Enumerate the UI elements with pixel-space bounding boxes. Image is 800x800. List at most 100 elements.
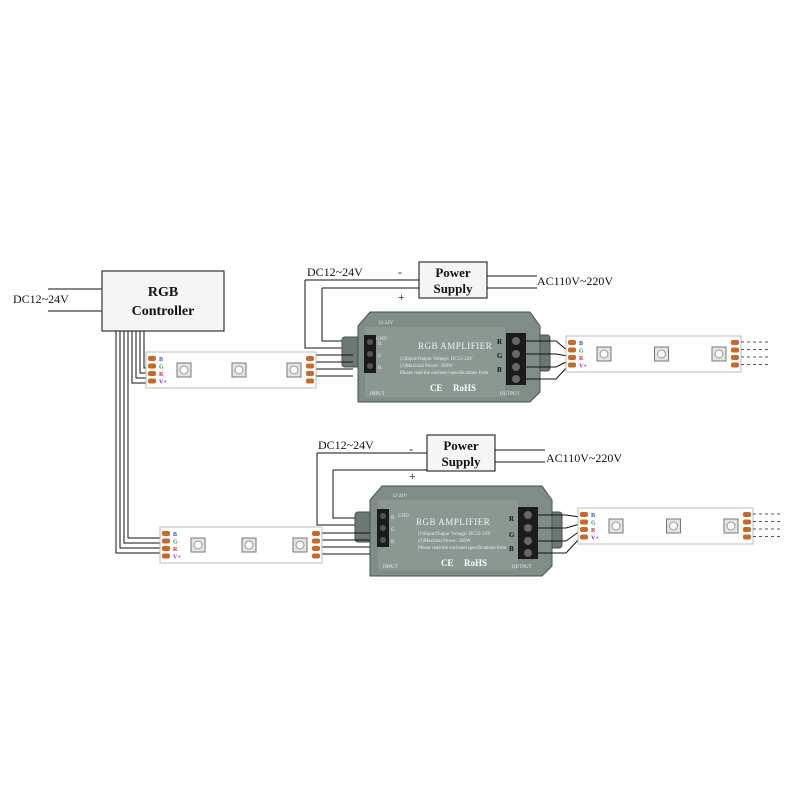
led-lens	[289, 365, 299, 375]
controller-bus-wires	[115, 331, 170, 554]
amp1-out-term-r: R	[497, 338, 503, 346]
amp2-out-term-r: R	[509, 515, 515, 523]
amp2-body: 12-24V GND RGB AMPLIFIER (1)Input/Output…	[354, 485, 563, 577]
solder-pad	[731, 347, 739, 353]
amp2-input-tag: INPUT	[383, 565, 398, 570]
amp-section-2: DC12~24V Power Supply - + AC110V~220V 12…	[316, 434, 622, 577]
strip-pin-label: G	[173, 540, 178, 546]
rgb-controller: DC12~24V RGB Controller	[13, 270, 225, 332]
amp1-input-tag: INPUT	[370, 392, 385, 397]
amp1-input-voltage: 12-24V	[378, 321, 394, 326]
led-lens	[244, 540, 254, 550]
amp2-out-term-b: B	[509, 545, 514, 553]
strip-pin-label: R	[591, 528, 596, 534]
solder-pad	[731, 340, 739, 345]
amp-section-1: DC12~24V Power Supply - + AC110V~220V 12…	[304, 261, 613, 403]
strip-pin-label: V+	[159, 380, 167, 386]
controller-title-line1: RGB	[148, 285, 178, 300]
amp2-spec2: (2)Maximal Power: 360W	[418, 539, 471, 544]
strip-pin-label: B	[579, 341, 583, 347]
solder-pad	[148, 378, 156, 384]
amp2-psu-line2: Supply	[441, 454, 481, 469]
solder-pad	[568, 362, 576, 368]
solder-pad	[568, 340, 576, 345]
amp1-psu-line1: Power	[435, 265, 471, 280]
led-lens	[193, 540, 203, 550]
solder-pad	[148, 363, 156, 369]
amp1-psu-line2: Supply	[433, 281, 473, 296]
strip-pin-label: R	[173, 547, 178, 553]
led-lens	[669, 521, 678, 531]
led-lens	[726, 521, 736, 531]
strip-pin-label: G	[591, 521, 596, 527]
strip-body	[565, 335, 742, 373]
solder-pad	[580, 527, 588, 532]
amp2-rohs-mark: RoHS	[464, 558, 487, 568]
solder-pad	[580, 519, 588, 525]
solder-pad	[580, 534, 588, 540]
controller-box	[101, 270, 225, 332]
amp1-gnd: GND	[376, 337, 387, 342]
solder-pad	[568, 355, 576, 360]
strip-pin-label: B	[591, 513, 595, 519]
solder-pad	[312, 538, 320, 544]
amp1-title: RGB AMPLIFIER	[418, 341, 492, 351]
amp2-ce-mark: CE	[441, 558, 454, 568]
amp2-dc-label: DC12~24V	[318, 438, 374, 452]
solder-pad	[731, 355, 739, 360]
solder-pad	[731, 362, 739, 368]
amp2-out-term-g: G	[509, 531, 515, 539]
amp1-psu-minus: -	[398, 265, 402, 279]
amp1-power-supply	[418, 261, 488, 299]
solder-pad	[312, 553, 320, 559]
led-lens	[657, 349, 666, 359]
solder-pad	[312, 531, 320, 536]
amp2-output-tag: OUTPUT	[512, 565, 532, 570]
amp1-in-term-r: R	[378, 342, 382, 347]
amp1-dc-label: DC12~24V	[307, 265, 363, 279]
amp2-psu-line1: Power	[443, 438, 479, 453]
solder-pad	[148, 356, 156, 361]
solder-pad	[162, 538, 170, 544]
amp2-in-term-g: G	[391, 528, 395, 533]
strip-pin-label: V+	[579, 364, 587, 370]
solder-pad	[306, 371, 314, 376]
amp2-input-voltage: 12-24V	[392, 494, 408, 499]
amp2-in-term-b: B	[391, 540, 395, 545]
solder-pad	[162, 546, 170, 551]
amp1-output-tag: OUTPUT	[500, 392, 520, 397]
amp2-ac-label: AC110V~220V	[546, 451, 622, 465]
solder-pad	[312, 546, 320, 551]
amp1-out-term-b: B	[497, 366, 502, 374]
solder-pad	[743, 519, 751, 525]
amp1-out-term-g: G	[497, 352, 503, 360]
amp1-spec2: (2)Maximal Power: 360W	[400, 364, 453, 369]
solder-pad	[743, 512, 751, 517]
amp1-spec1: (1)Input/Output Voltage: DC12-24V	[400, 357, 473, 362]
strip-pin-label: R	[159, 372, 164, 378]
amp2-in-term-r: R	[391, 516, 395, 521]
amp1-ac-label: AC110V~220V	[537, 274, 613, 288]
solder-pad	[568, 347, 576, 353]
solder-pad	[743, 527, 751, 532]
solder-pad	[148, 371, 156, 376]
amp2-spec3: Please read the enclosed specifications …	[418, 546, 507, 551]
led-lens	[295, 540, 305, 550]
strip-pin-label: B	[159, 357, 163, 363]
amp1-body: 12-24V GND RGB AMPLIFIER (1)Input/Output…	[341, 311, 551, 403]
solder-pad	[306, 356, 314, 361]
solder-pad	[162, 531, 170, 536]
amp2-title: RGB AMPLIFIER	[416, 517, 490, 527]
amp2-psu-minus: -	[409, 442, 413, 456]
led-lens	[611, 521, 621, 531]
led-lens	[179, 365, 189, 375]
amp1-in-term-g: G	[378, 354, 382, 359]
amp2-gnd: GND	[398, 514, 409, 519]
led-lens	[234, 365, 244, 375]
controller-input-label: DC12~24V	[13, 292, 69, 306]
amp2-psu-plus: +	[409, 469, 416, 483]
strip-pin-label: R	[579, 356, 584, 362]
amp2-power-supply	[426, 434, 496, 472]
